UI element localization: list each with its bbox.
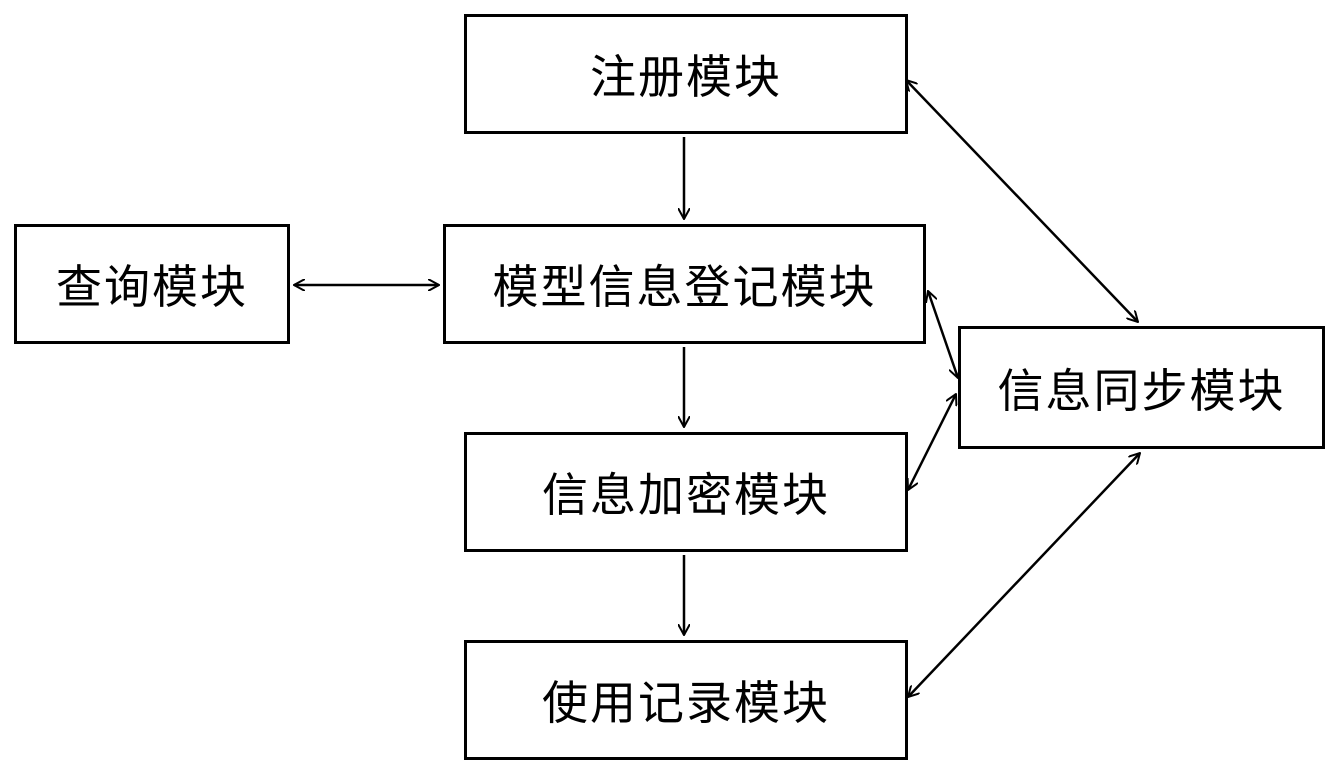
query-module-label: 查询模块: [56, 260, 248, 314]
arrow-model-registration-info-sync: [928, 291, 958, 378]
info-encryption-module-label: 信息加密模块: [542, 468, 830, 522]
info-sync-module-box: 信息同步模块: [958, 326, 1325, 449]
register-module-label: 注册模块: [590, 50, 782, 104]
arrow-encryption-info-sync: [908, 394, 956, 490]
arrow-usage-record-info-sync: [908, 453, 1140, 697]
usage-record-module-box: 使用记录模块: [464, 640, 908, 760]
query-module-box: 查询模块: [14, 224, 290, 344]
arrow-register-info-sync: [906, 80, 1138, 322]
model-registration-module-box: 模型信息登记模块: [443, 224, 926, 344]
info-sync-module-label: 信息同步模块: [997, 363, 1286, 418]
model-registration-module-label: 模型信息登记模块: [492, 260, 877, 314]
info-encryption-module-box: 信息加密模块: [464, 432, 908, 552]
register-module-box: 注册模块: [464, 14, 908, 134]
usage-record-module-label: 使用记录模块: [542, 676, 830, 730]
